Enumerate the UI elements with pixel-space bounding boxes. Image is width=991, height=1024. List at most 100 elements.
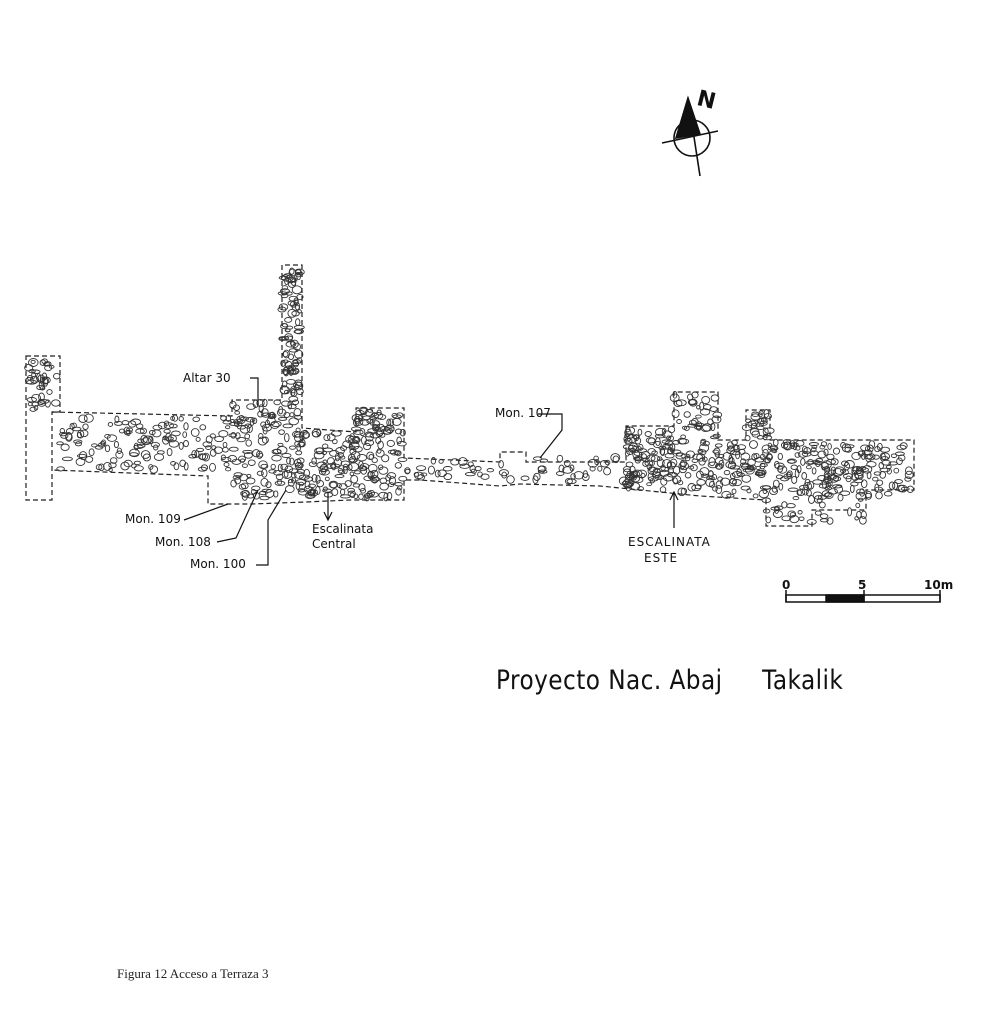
stone bbox=[558, 464, 565, 473]
stone bbox=[166, 448, 173, 457]
stone bbox=[337, 467, 344, 474]
stone bbox=[153, 453, 165, 461]
stone bbox=[772, 479, 780, 488]
stone bbox=[392, 414, 402, 420]
stone bbox=[287, 479, 294, 484]
stone bbox=[278, 429, 285, 435]
stone bbox=[224, 425, 231, 430]
stone bbox=[404, 467, 411, 475]
figure-caption: Figura 12 Acceso a Terraza 3 bbox=[117, 966, 269, 981]
stone bbox=[294, 433, 304, 443]
stone bbox=[801, 445, 808, 454]
stone bbox=[261, 468, 268, 478]
stone bbox=[65, 431, 73, 441]
stone bbox=[394, 428, 403, 435]
stone bbox=[278, 303, 289, 311]
stone bbox=[722, 451, 732, 461]
stone bbox=[94, 445, 104, 450]
stone bbox=[876, 479, 884, 486]
stone bbox=[330, 430, 342, 437]
stone bbox=[108, 462, 117, 469]
stone bbox=[303, 468, 310, 478]
stone bbox=[708, 469, 714, 479]
stone bbox=[789, 515, 800, 524]
stone bbox=[897, 484, 908, 493]
stone bbox=[637, 486, 644, 492]
stone bbox=[832, 468, 844, 477]
stone bbox=[239, 424, 251, 434]
stone bbox=[843, 472, 854, 480]
stone bbox=[48, 364, 55, 369]
stone bbox=[610, 453, 621, 463]
stone bbox=[231, 458, 242, 465]
stone bbox=[375, 449, 385, 458]
stone bbox=[844, 460, 855, 469]
stone bbox=[758, 489, 770, 499]
stone bbox=[457, 457, 468, 466]
stone bbox=[368, 490, 375, 497]
stone bbox=[370, 412, 379, 419]
stone bbox=[284, 433, 290, 443]
stone bbox=[860, 479, 868, 489]
stone bbox=[378, 466, 389, 475]
stone bbox=[358, 460, 364, 470]
stone bbox=[37, 374, 46, 384]
stone bbox=[711, 474, 718, 481]
stone bbox=[855, 502, 861, 509]
stone bbox=[358, 413, 364, 422]
stone bbox=[277, 463, 283, 473]
stone bbox=[31, 371, 36, 379]
stone bbox=[281, 400, 291, 407]
stone bbox=[763, 413, 772, 420]
stone bbox=[765, 516, 772, 524]
stone bbox=[844, 446, 852, 453]
stone bbox=[150, 441, 160, 448]
stone bbox=[826, 517, 834, 525]
stone bbox=[334, 452, 340, 462]
stone bbox=[284, 333, 294, 342]
stone bbox=[354, 416, 361, 424]
stone bbox=[76, 453, 87, 458]
stone bbox=[875, 491, 883, 500]
stone bbox=[906, 485, 915, 493]
stone bbox=[306, 493, 316, 499]
stone bbox=[762, 485, 772, 490]
stone bbox=[129, 452, 139, 457]
stone bbox=[672, 465, 681, 475]
stone bbox=[278, 336, 287, 342]
stone bbox=[736, 472, 745, 477]
stone bbox=[56, 466, 65, 472]
stone bbox=[873, 471, 882, 476]
stone bbox=[740, 485, 751, 491]
stone bbox=[397, 457, 408, 463]
stone bbox=[293, 329, 302, 334]
stone bbox=[258, 433, 264, 440]
stone bbox=[241, 463, 248, 468]
stone bbox=[806, 518, 817, 525]
stone bbox=[857, 497, 864, 502]
stone bbox=[897, 454, 906, 462]
stone bbox=[294, 381, 304, 391]
stone bbox=[364, 439, 375, 447]
stone bbox=[230, 479, 237, 488]
stone bbox=[233, 419, 239, 425]
stone bbox=[139, 427, 147, 435]
stone bbox=[244, 433, 251, 440]
stone bbox=[363, 475, 373, 481]
stone bbox=[225, 467, 232, 472]
stone bbox=[707, 418, 714, 426]
stone bbox=[60, 443, 70, 452]
stone bbox=[191, 450, 198, 458]
stone bbox=[135, 428, 145, 434]
stone bbox=[200, 464, 209, 471]
stone bbox=[795, 445, 801, 451]
excavation-outline bbox=[25, 264, 915, 527]
stone bbox=[892, 481, 899, 490]
stone bbox=[807, 459, 814, 465]
stone bbox=[786, 458, 797, 464]
stone bbox=[839, 490, 851, 496]
stone bbox=[95, 464, 103, 471]
stone bbox=[710, 422, 716, 432]
stone bbox=[589, 465, 596, 472]
stone bbox=[225, 414, 231, 422]
